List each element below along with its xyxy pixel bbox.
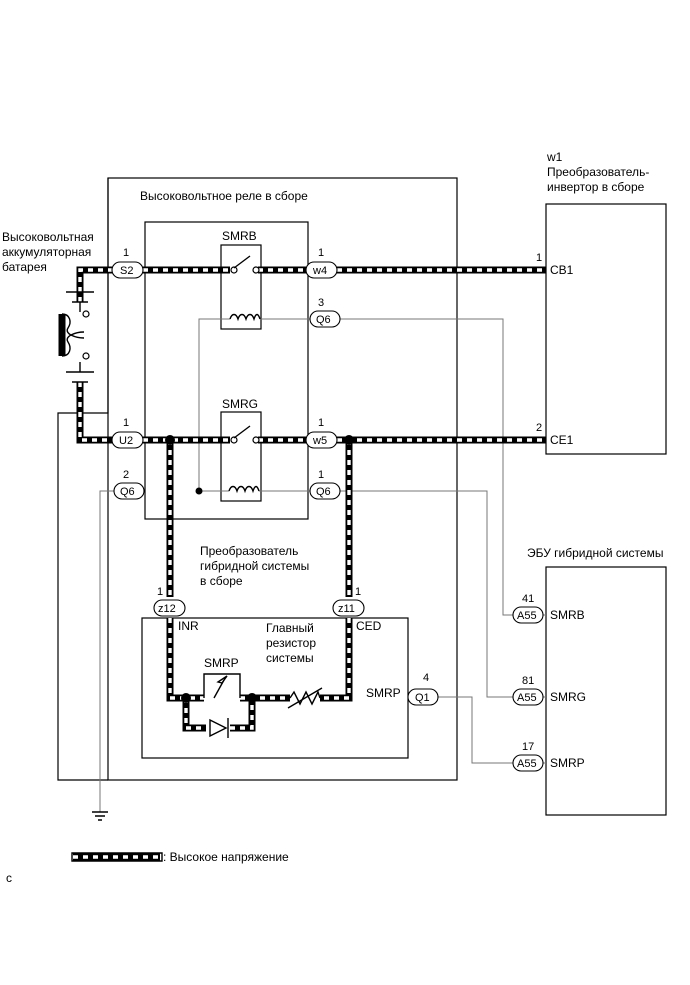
svg-text:3: 3 — [318, 297, 324, 309]
smrg-coil-icon — [228, 485, 260, 494]
battery-label-line-1: Высоковольтная — [2, 230, 94, 244]
legend: : Высокое напряжение — [71, 850, 289, 864]
battery-label-line-3: батарея — [2, 260, 47, 274]
hv-wires — [76, 266, 546, 732]
svg-text:z11: z11 — [338, 603, 355, 615]
signal-wire-smrp — [438, 696, 513, 764]
svg-text:A55: A55 — [517, 610, 537, 622]
relay-assembly-outer-extension — [57, 178, 109, 781]
connector-u2: 1 U2 — [111, 417, 144, 449]
legend-label: : Высокое напряжение — [163, 850, 289, 864]
connector-w4: 1 w4 — [305, 247, 338, 279]
smrb-coil-icon — [229, 313, 261, 322]
smrg-label: SMRG — [222, 397, 258, 411]
ecu-terminal-smrg: SMRG — [550, 690, 586, 704]
thin-wire-to-ecu-smrb — [541, 614, 546, 764]
svg-text:41: 41 — [522, 593, 534, 605]
connector-z12: 1 z12 — [153, 586, 186, 617]
terminal-cb1: CB1 — [550, 263, 574, 277]
resistor-label-line-2: резистор — [266, 636, 316, 650]
signal-wire-ground — [99, 490, 114, 812]
ecu-terminal-smrp: SMRP — [550, 756, 585, 770]
smrg-relay-box — [220, 411, 262, 502]
svg-text:w4: w4 — [312, 265, 327, 277]
terminal-smrp-out: SMRP — [366, 686, 401, 700]
svg-text:1: 1 — [355, 586, 361, 598]
connector-w5: 1 w5 — [305, 417, 338, 449]
relay-assembly-label: Высоковольтное реле в сборе — [140, 189, 308, 203]
inverter-label-line-2: инвертор в сборе — [547, 180, 645, 194]
svg-text:1: 1 — [318, 469, 324, 481]
svg-text:Q6: Q6 — [316, 314, 331, 326]
converter-label-line-3: в сборе — [200, 574, 243, 588]
battery-icon — [58, 291, 94, 383]
junction-dot — [165, 435, 175, 445]
svg-text:1: 1 — [157, 586, 163, 598]
connector-s2: 1 S2 — [111, 247, 144, 279]
signal-wire-smrb — [339, 318, 513, 616]
svg-text:Q6: Q6 — [316, 486, 331, 498]
inverter-label-line-1: Преобразователь- — [547, 165, 649, 179]
svg-text:S2: S2 — [120, 265, 133, 277]
battery-label-line-2: аккумуляторная — [2, 245, 91, 259]
connector-q6-smrb: 3 Q6 — [309, 297, 341, 328]
svg-text:1: 1 — [318, 247, 324, 259]
pin-ce1: 2 — [536, 422, 542, 434]
converter-label-line-1: Преобразователь — [200, 544, 298, 558]
terminal-ce1: CE1 — [550, 433, 574, 447]
svg-text:1: 1 — [123, 247, 129, 259]
smrg-switch-icon — [230, 425, 260, 444]
smrb-relay-box — [220, 244, 262, 330]
relay-assembly-outer-box — [107, 177, 458, 781]
converter-label-line-2: гибридной системы — [200, 559, 309, 573]
converter-box — [141, 617, 409, 759]
pin-cb1: 1 — [536, 252, 542, 264]
svg-text:Q6: Q6 — [120, 486, 135, 498]
junction-dot — [247, 693, 257, 703]
junction-dot — [181, 693, 191, 703]
connector-a55-smrp: 17 A55 — [512, 741, 544, 772]
ecu-label: ЭБУ гибридной системы — [527, 546, 663, 560]
connector-q1: 4 Q1 — [407, 672, 439, 706]
junction-dot — [344, 435, 354, 445]
connector-a55-smrb: 41 A55 — [512, 593, 544, 624]
connector-q6-left: 2 Q6 — [113, 469, 145, 500]
terminal-ced: CED — [356, 619, 382, 633]
connector-z11: 1 z11 — [332, 586, 365, 617]
svg-text:U2: U2 — [119, 435, 133, 447]
inverter-id-label: w1 — [546, 150, 563, 164]
resistor-label-line-1: Главный — [266, 621, 314, 635]
corner-mark: c — [6, 871, 12, 885]
ground-symbol — [92, 811, 108, 821]
diode-icon — [209, 718, 229, 738]
svg-text:A55: A55 — [517, 758, 537, 770]
smrp-relay-icon — [203, 673, 241, 699]
svg-text:1: 1 — [123, 417, 129, 429]
ecu-terminal-smrb: SMRB — [550, 608, 585, 622]
svg-text:2: 2 — [123, 469, 129, 481]
junction-dot — [195, 487, 203, 495]
svg-text:Q1: Q1 — [415, 692, 430, 704]
svg-text:z12: z12 — [158, 603, 176, 615]
resistor-label-line-3: системы — [266, 651, 314, 665]
svg-text:A55: A55 — [517, 692, 537, 704]
svg-text:17: 17 — [522, 741, 534, 753]
svg-text:1: 1 — [318, 417, 324, 429]
svg-text:81: 81 — [522, 675, 534, 687]
smrb-label: SMRB — [222, 229, 257, 243]
connector-a55-smrg: 81 A55 — [512, 675, 544, 706]
inverter-box — [545, 203, 667, 455]
svg-text:4: 4 — [423, 672, 429, 684]
terminal-inr: INR — [178, 619, 199, 633]
smrb-switch-icon — [230, 255, 260, 274]
resistor-icon — [287, 687, 323, 709]
connector-q6-smrg: 1 Q6 — [309, 469, 341, 500]
ecu-box — [545, 566, 667, 816]
relay-inner-box — [144, 221, 309, 520]
signal-wire-smrb-coil — [198, 318, 310, 492]
smrp-relay-label: SMRP — [204, 656, 239, 670]
signal-wire-smrg — [339, 490, 513, 698]
svg-text:w5: w5 — [312, 435, 327, 447]
